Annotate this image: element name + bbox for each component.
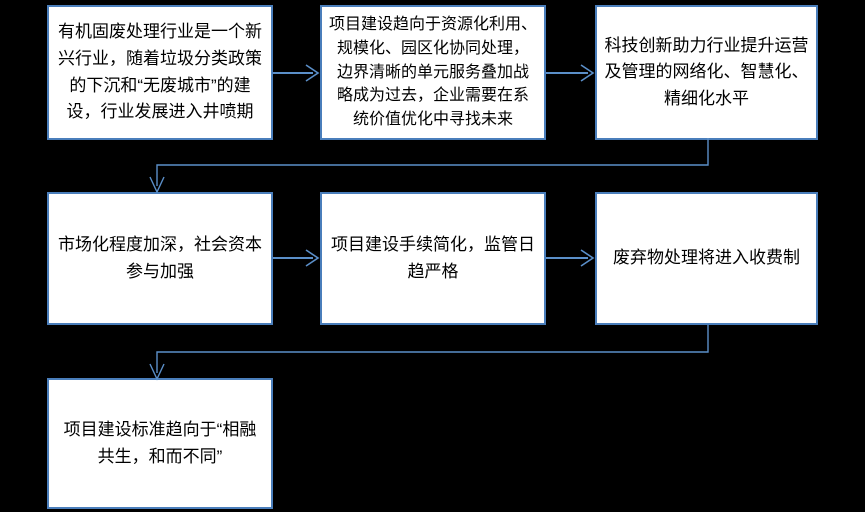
arrow-node3-to-node4 bbox=[149, 138, 720, 194]
flowchart-node-6-label: 废弃物处理将进入收费制 bbox=[613, 248, 800, 268]
arrow-node4-to-node5 bbox=[273, 247, 320, 269]
flowchart-node-7[interactable]: 项目建设标准趋向于“相融 共生，和而不同” bbox=[47, 378, 273, 509]
arrow-node2-to-node3 bbox=[546, 62, 595, 84]
flowchart-node-1[interactable]: 有机固废处理行业是一个新 兴行业，随着垃圾分类政策 的下沉和“无废城市”的建 设… bbox=[47, 5, 273, 140]
flowchart-node-1-label: 有机固废处理行业是一个新 兴行业，随着垃圾分类政策 的下沉和“无废城市”的建 设… bbox=[58, 22, 262, 122]
flowchart-node-4-label: 市场化程度加深，社会资本 参与加强 bbox=[58, 234, 262, 281]
arrow-node1-to-node2 bbox=[273, 62, 320, 84]
arrow-node5-to-node6 bbox=[546, 247, 595, 269]
flowchart-node-3[interactable]: 科技创新助力行业提升运营 及管理的网络化、智慧化、 精细化水平 bbox=[595, 5, 818, 140]
arrow-node6-to-node7 bbox=[149, 325, 720, 381]
flowchart-node-5[interactable]: 项目建设手续简化，监管日 趋严格 bbox=[320, 192, 546, 325]
flowchart-node-5-label: 项目建设手续简化，监管日 趋严格 bbox=[331, 234, 535, 281]
flowchart-node-4[interactable]: 市场化程度加深，社会资本 参与加强 bbox=[47, 192, 273, 325]
flowchart-node-3-label: 科技创新助力行业提升运营 及管理的网络化、智慧化、 精细化水平 bbox=[604, 35, 809, 108]
flowchart-node-2[interactable]: 项目建设趋向于资源化利用、 规模化、园区化协同处理， 边界清晰的单元服务叠加战 … bbox=[320, 5, 546, 140]
flowchart-node-7-label: 项目建设标准趋向于“相融 共生，和而不同” bbox=[63, 419, 257, 466]
flowchart-node-6[interactable]: 废弃物处理将进入收费制 bbox=[595, 192, 818, 325]
flowchart-node-2-label: 项目建设趋向于资源化利用、 规模化、园区化协同处理， 边界清晰的单元服务叠加战 … bbox=[328, 16, 537, 128]
